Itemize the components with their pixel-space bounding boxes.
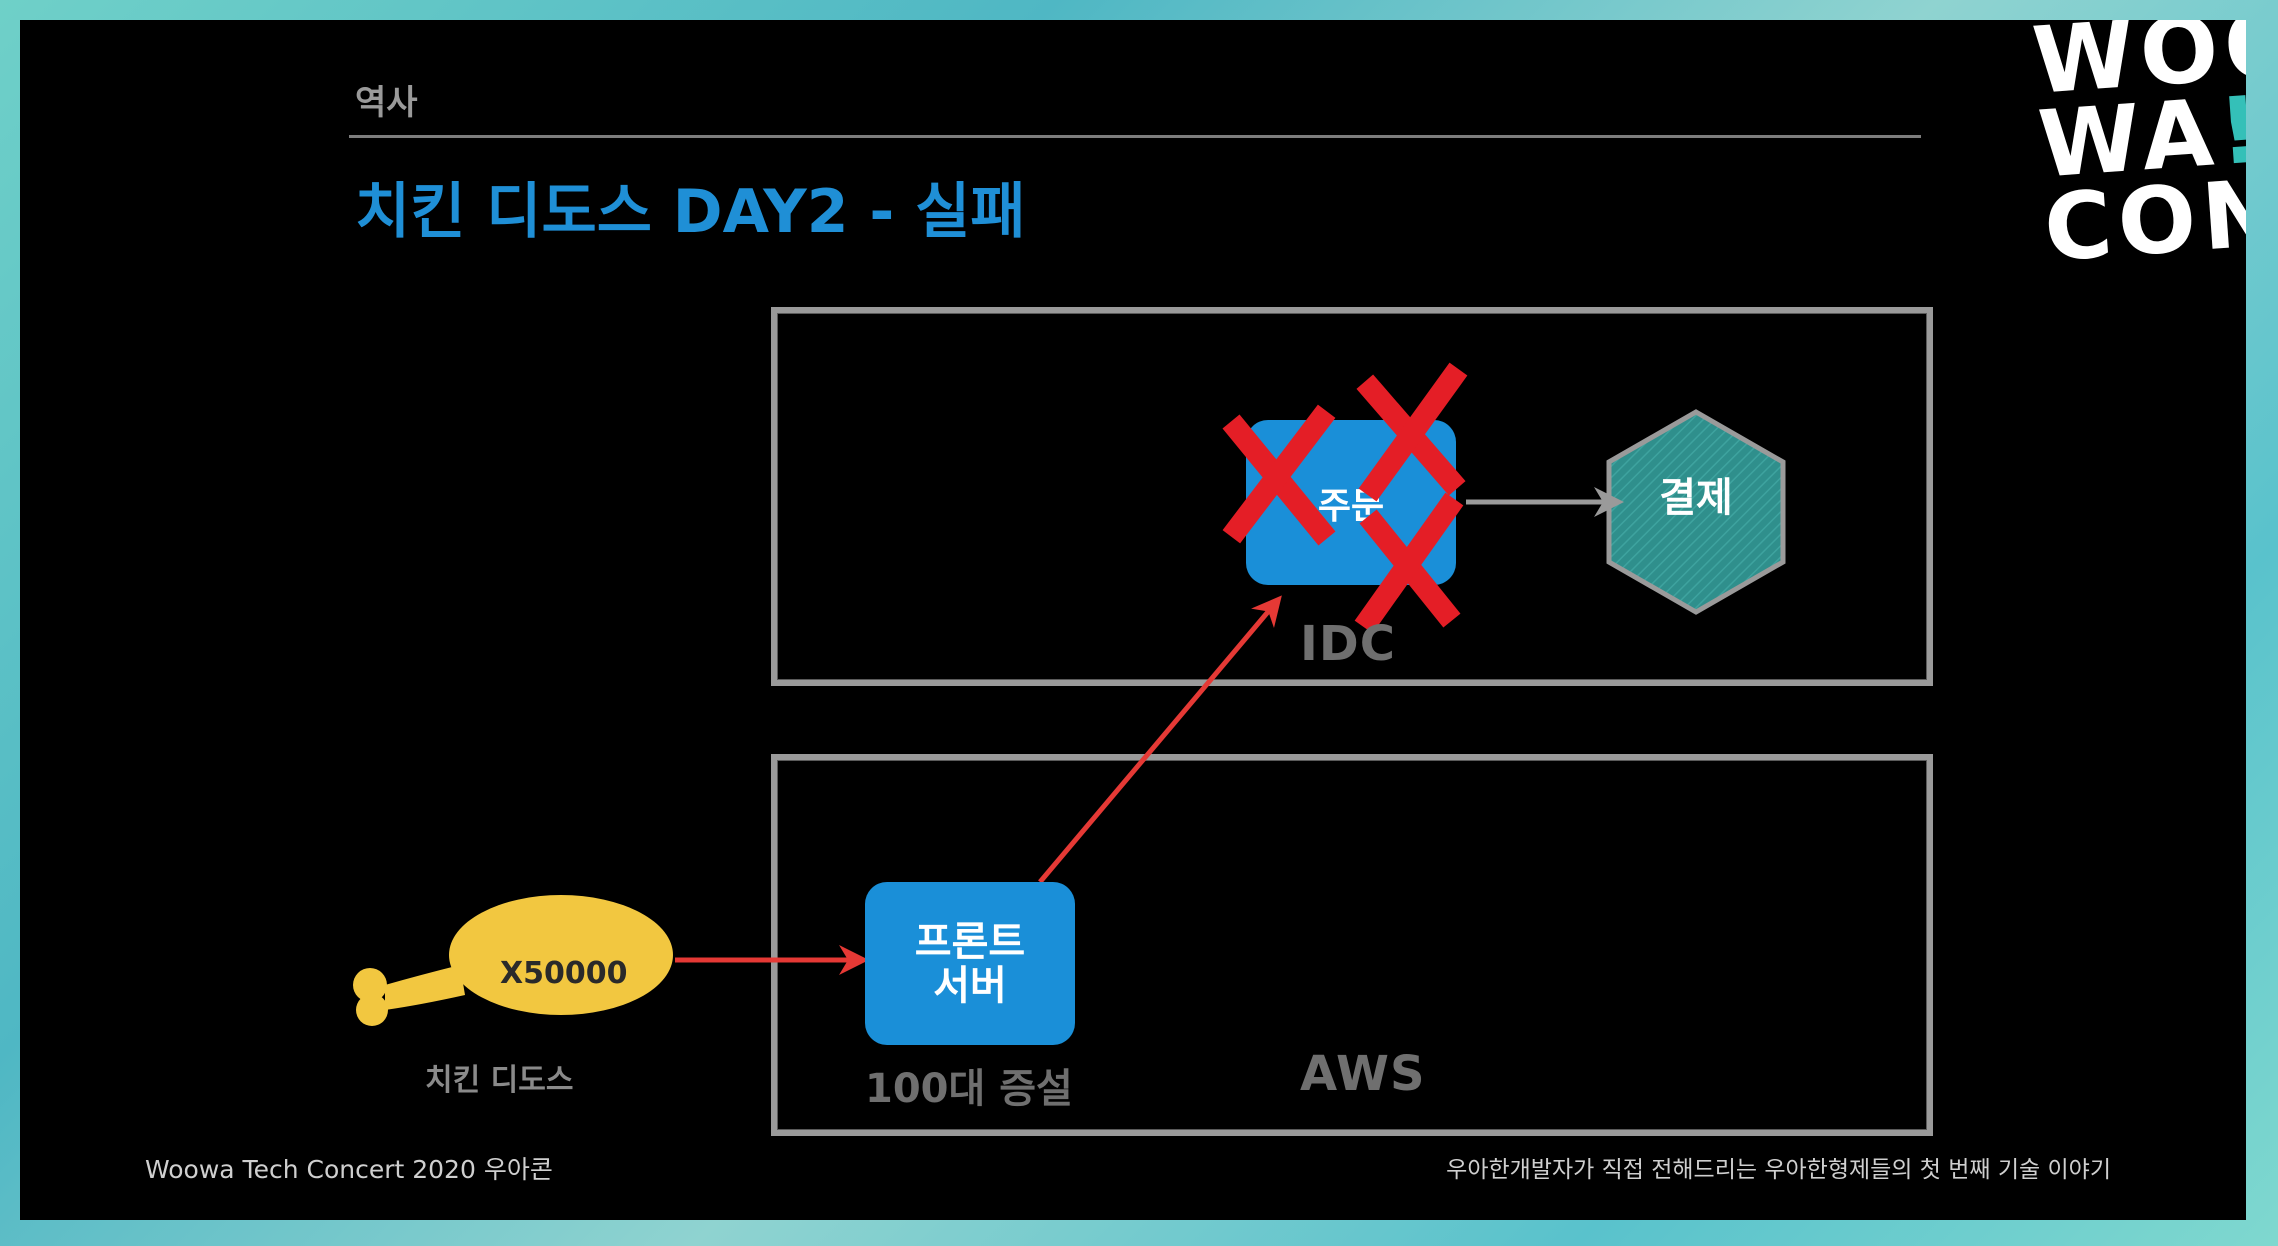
aws-label: AWS [1300, 1046, 1426, 1102]
title-divider [349, 135, 1921, 138]
diagram-graphics [353, 409, 1786, 1026]
cross-mark-icon [1356, 362, 1468, 502]
idc-zone [771, 307, 1933, 686]
aws-zone [771, 754, 1933, 1136]
front-server-label: 프론트 서버 [914, 918, 1026, 1009]
payment-label: 결제 [1659, 475, 1733, 521]
front-server-box: 프론트 서버 [865, 882, 1075, 1045]
section-label: 역사 [355, 83, 418, 123]
footer-tagline: 우아한개발자가 직접 전해드리는 우아한형제들의 첫 번째 기술 이야기 [1446, 1157, 2111, 1183]
front-to-order-arrow [1038, 595, 1282, 884]
cross-mark-icon [1222, 404, 1336, 546]
ddos-multiplier: X50000 [500, 956, 628, 991]
scale-out-note: 100대 증설 [865, 1066, 1073, 1112]
payment-hexagon-icon [1606, 409, 1786, 615]
cross-mark-icon [1354, 492, 1464, 634]
idc-label: IDC [1300, 616, 1396, 672]
failure-marks [1222, 362, 1468, 634]
footer-event: Woowa Tech Concert 2020 우아콘 [145, 1155, 553, 1184]
drumstick-icon [353, 895, 673, 1026]
slide-title: 치킨 디도스 DAY2 - 실패 [355, 177, 1026, 247]
slide: 역사 치킨 디도스 DAY2 - 실패 WOO WA! CON [20, 20, 2246, 1220]
ddos-caption: 치킨 디도스 [425, 1063, 574, 1098]
